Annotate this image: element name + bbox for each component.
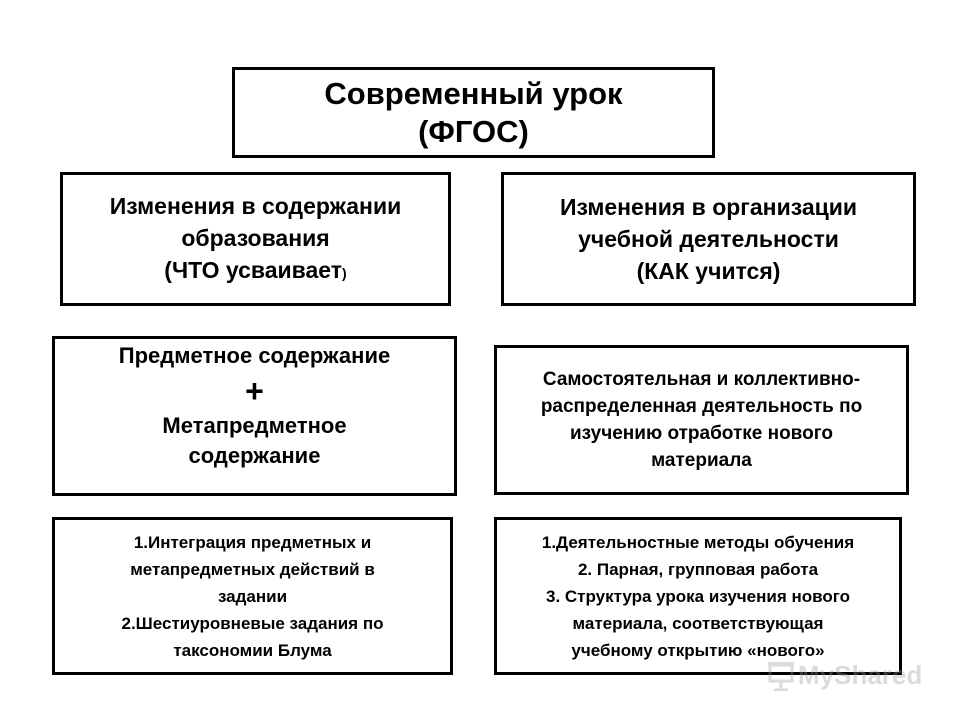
- content-changes-line-3-paren: ): [342, 264, 347, 281]
- plus-sign: +: [245, 373, 264, 409]
- methods-list-line-5: учебному открытию «нового»: [571, 640, 825, 660]
- methods-list-line-1: 1.Деятельностные методы обучения: [541, 532, 855, 552]
- methods-list-line-4: материала, соответствующая: [572, 613, 824, 633]
- content-changes-line-3: (ЧТО усваивает): [164, 254, 346, 289]
- methods-list-box: 1.Деятельностные методы обучения 2. Парн…: [494, 517, 902, 675]
- watermark-text: MyShared: [798, 660, 923, 690]
- content-changes-box: Изменения в содержании образования (ЧТО …: [60, 172, 451, 306]
- integration-list-line-2: метапредметных действий в: [130, 559, 375, 579]
- content-changes-line-2: образования: [181, 224, 330, 251]
- title-line-2: (ФГОС): [418, 113, 529, 149]
- presentation-icon: [768, 661, 794, 691]
- methods-list-line-2: 2. Парная, групповая работа: [577, 559, 819, 579]
- activity-box: Самостоятельная и коллективно- распредел…: [494, 345, 909, 495]
- watermark: MyShared: [768, 660, 922, 691]
- activity-line-2: распределенная деятельность по: [540, 396, 863, 417]
- integration-list-line-3: задании: [217, 586, 288, 606]
- integration-list-line-5: таксономии Блума: [173, 640, 332, 660]
- subject-content-line-2: Метапредметное: [162, 413, 347, 438]
- integration-list-line-4: 2.Шестиуровневые задания по: [121, 613, 384, 633]
- subject-content-line-3: содержание: [188, 443, 321, 468]
- organization-changes-line-2: учебной деятельности: [578, 226, 839, 252]
- title-box: Современный урок (ФГОС): [232, 67, 715, 158]
- title-line-1: Современный урок: [324, 75, 623, 111]
- subject-content-box: Предметное содержание + Метапредметное с…: [52, 336, 457, 496]
- activity-line-1: Самостоятельная и коллективно-: [542, 369, 861, 390]
- organization-changes-box: Изменения в организации учебной деятельн…: [501, 172, 916, 306]
- content-changes-line-3-main: (ЧТО усваивает: [164, 256, 343, 283]
- organization-changes-line-1: Изменения в организации: [559, 194, 858, 220]
- content-changes-line-1: Изменения в содержании: [109, 192, 402, 219]
- activity-line-3: изучению отработке нового: [569, 423, 833, 444]
- subject-content-line-1: Предметное содержание: [118, 343, 391, 368]
- integration-list-box: 1.Интеграция предметных и метапредметных…: [52, 517, 453, 675]
- integration-list-line-1: 1.Интеграция предметных и: [133, 532, 372, 552]
- methods-list-line-3: 3. Структура урока изучения нового: [546, 586, 850, 606]
- activity-line-4: материала: [651, 450, 752, 471]
- organization-changes-line-3: (КАК учится): [636, 258, 781, 284]
